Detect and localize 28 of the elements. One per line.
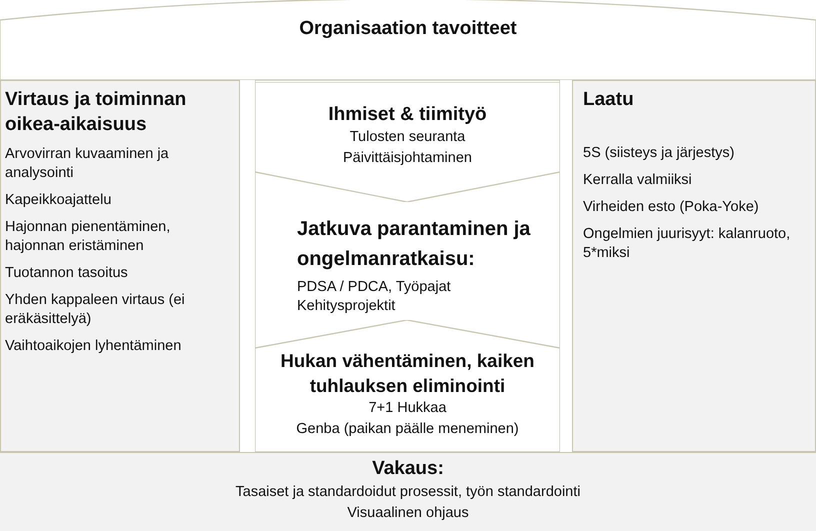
list-item: Ongelmien juurisyyt: kalanruoto, 5*miksi [583,225,792,263]
list-item: Hajonnan pienentäminen, hajonnan eristäminen [5,218,172,256]
list-item: Tulosten seuranta [348,128,466,147]
list-item: 5S (siisteys ja järjestys) [583,144,736,163]
heading: Vakaus: [371,457,445,481]
list-item: Päivittäisjohtaminen [342,149,473,168]
heading: Laatu [583,88,635,112]
list-item: Yhden kappaleen virtaus (ei eräkäsittelyä) [5,291,186,329]
list-item: Arvovirran kuvaaminen ja analysointi [5,145,170,183]
list-item: Kerralla valmiiksi [583,171,693,190]
heading: Organisaation tavoitteet [298,17,518,41]
list-item: PDSA / PDCA, Työpajat [297,278,452,297]
heading: Virtaus ja toiminnan oikea-aikaisuus [5,88,188,137]
list-item: Kehitysprojektit [297,297,396,316]
list-item: Genba (paikan päälle meneminen) [295,420,520,439]
list-item: Kapeikkoajattelu [5,191,112,210]
heading: Jatkuva parantaminen ja ongelmanratkaisu: [297,217,532,272]
heading: Ihmiset & tiimityö [327,103,488,127]
list-item: Visuaalinen ohjaus [346,504,470,523]
heading: Hukan vähentäminen, kaiken tuhlauksen eliminointi [280,349,536,398]
list-item: Tasaiset ja standardoidut prosessit, työn standardointi [234,483,582,502]
foundation-panel [0,452,816,531]
list-item: Tuotannon tasoitus [5,264,129,283]
list-item: Vaihtoaikojen lyhentäminen [5,337,182,356]
pillar-panel [0,80,240,452]
list-item: Virheiden esto (Poka-Yoke) [583,198,760,217]
list-item: 7+1 Hukkaa [368,399,448,418]
pillar-panel [572,80,816,452]
